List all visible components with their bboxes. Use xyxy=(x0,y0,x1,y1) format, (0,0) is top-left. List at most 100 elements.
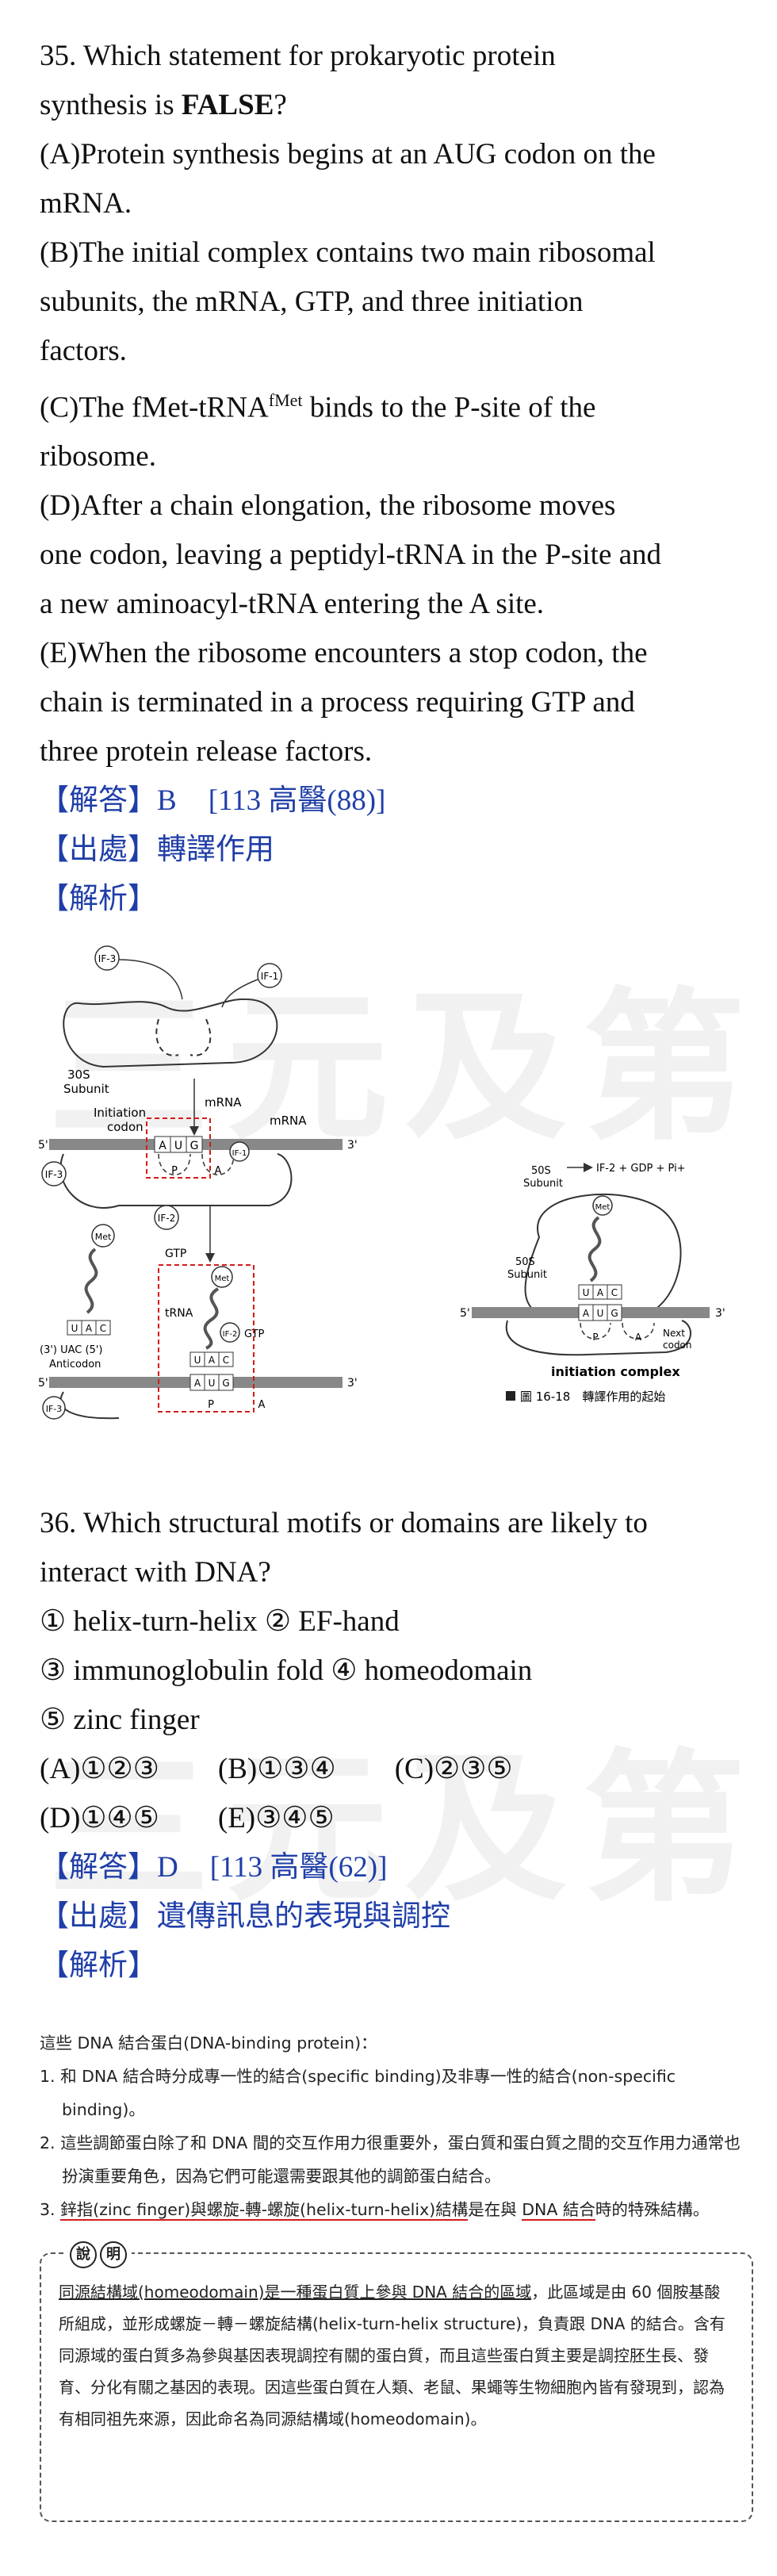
30s-label: 30S xyxy=(67,1068,90,1082)
q35-line: a new aminoacyl-tRNA entering the A site… xyxy=(40,588,545,621)
svg-text:A: A xyxy=(209,1355,216,1366)
svg-text:Met: Met xyxy=(95,1232,112,1242)
figure-caption: 圖 16-18 轉譯作用的起始 xyxy=(520,1390,665,1404)
svg-text:G: G xyxy=(190,1140,199,1152)
svg-text:A: A xyxy=(215,1165,222,1177)
notes-item: 2. 這些調節蛋白除了和 DNA 間的交互作用力很重要外，蛋白質和蛋白質之間的交… xyxy=(40,2133,741,2186)
svg-text:IF-3: IF-3 xyxy=(46,1404,63,1414)
q36-items: ③ immunoglobulin fold ④ homeodomain xyxy=(40,1654,533,1687)
svg-text:A: A xyxy=(86,1323,93,1334)
svg-text:C: C xyxy=(223,1355,229,1366)
analysis-notes: 這些 DNA 結合蛋白(DNA-binding protein)： 1. 和 D… xyxy=(40,2026,753,2226)
q35-source: 【出處】轉譯作用 xyxy=(40,834,274,867)
explanation-tag: 說明 xyxy=(65,2241,132,2268)
svg-text:IF-3: IF-3 xyxy=(45,1169,63,1180)
svg-text:IF-1: IF-1 xyxy=(232,1149,247,1158)
mrna-label: mRNA xyxy=(270,1114,307,1128)
mrna-label: mRNA xyxy=(205,1095,242,1110)
svg-text:50S: 50S xyxy=(515,1256,535,1268)
q36-items: ⑤ zinc finger xyxy=(40,1704,200,1736)
svg-text:codon: codon xyxy=(663,1340,692,1351)
q35-line: one codon, leaving a peptidyl-tRNA in th… xyxy=(40,539,662,572)
explanation-underlined: 同源結構域(homeodomain)是一種蛋白質上參與 DNA 結合的區域 xyxy=(59,2283,532,2302)
q35-option-b: (B)The initial complex contains two main… xyxy=(40,236,656,269)
if3-label: IF-3 xyxy=(98,953,116,964)
q36-options: (D)①④⑤ (E)③④⑤ xyxy=(40,1802,335,1834)
svg-text:A: A xyxy=(635,1332,642,1343)
svg-text:G: G xyxy=(610,1308,618,1319)
svg-text:G: G xyxy=(222,1378,229,1389)
initiation-codon-label: Initiation xyxy=(94,1106,146,1120)
subunit-label: Subunit xyxy=(63,1082,109,1096)
svg-text:C: C xyxy=(100,1323,106,1334)
release-factors-label: IF-2 + GDP + Pi+ xyxy=(596,1163,686,1175)
svg-text:3': 3' xyxy=(715,1307,725,1320)
svg-text:Met: Met xyxy=(215,1275,230,1283)
svg-text:U: U xyxy=(174,1140,182,1152)
q36-items: ① helix-turn-helix ② EF-hand xyxy=(40,1605,400,1638)
svg-text:P: P xyxy=(592,1332,598,1343)
svg-text:A: A xyxy=(583,1308,590,1319)
q35-line: subunits, the mRNA, GTP, and three initi… xyxy=(40,286,584,318)
question-36: 36. Which structural motifs or domains a… xyxy=(40,1499,745,1991)
svg-text:U: U xyxy=(597,1308,604,1319)
q35-line: factors. xyxy=(40,335,127,367)
svg-text:Subunit: Subunit xyxy=(507,1269,547,1281)
svg-text:IF-2: IF-2 xyxy=(158,1213,175,1224)
translation-initiation-figure: IF-3 IF-1 30S Subunit mRNA Initiation co… xyxy=(38,945,725,1420)
svg-text:U: U xyxy=(209,1378,216,1389)
explanation-box: 說明 同源結構域(homeodomain)是一種蛋白質上參與 DNA 結合的區域… xyxy=(40,2241,753,2522)
initiation-codon-label: codon xyxy=(107,1120,144,1134)
svg-text:U: U xyxy=(71,1323,78,1334)
q36-line: 36. Which structural motifs or domains a… xyxy=(40,1507,648,1539)
q35-line: ribosome. xyxy=(40,440,156,473)
svg-text:C: C xyxy=(611,1287,618,1298)
svg-text:Next: Next xyxy=(663,1328,685,1339)
if1-label: IF-1 xyxy=(261,971,278,982)
q35-line: 35. Which statement for prokaryotic prot… xyxy=(40,40,556,72)
svg-text:P: P xyxy=(171,1165,178,1177)
q36-source: 【出處】遺傳訊息的表現與調控 xyxy=(40,1900,450,1933)
svg-text:3': 3' xyxy=(347,1139,358,1152)
svg-text:GTP: GTP xyxy=(244,1328,265,1340)
anticodon-label: Anticodon xyxy=(49,1359,101,1370)
initiation-complex-label: initiation complex xyxy=(551,1364,680,1379)
svg-text:50S: 50S xyxy=(531,1165,551,1177)
svg-text:3': 3' xyxy=(347,1377,358,1390)
svg-text:Met: Met xyxy=(595,1203,610,1212)
svg-text:A: A xyxy=(194,1378,201,1389)
q35-line: chain is terminated in a process requiri… xyxy=(40,686,635,719)
notes-item: 1. 和 DNA 結合時分成專一性的結合(specific binding)及非… xyxy=(40,2067,676,2119)
svg-text:U: U xyxy=(194,1355,201,1366)
svg-text:U: U xyxy=(583,1287,590,1298)
false-keyword: FALSE xyxy=(181,89,274,121)
svg-text:Subunit: Subunit xyxy=(523,1178,563,1190)
svg-text:5': 5' xyxy=(460,1307,470,1320)
notes-intro: 這些 DNA 結合蛋白(DNA-binding protein)： xyxy=(40,2034,377,2053)
q35-line: mRNA. xyxy=(40,187,132,220)
q36-options: (A)①②③ (B)①③④ (C)②③⑤ xyxy=(40,1753,513,1785)
svg-text:P: P xyxy=(208,1399,214,1411)
svg-text:A: A xyxy=(258,1399,266,1411)
q35-analysis-label: 【解析】 xyxy=(40,883,157,916)
q36-analysis-label: 【解析】 xyxy=(40,1949,157,1982)
svg-text:5': 5' xyxy=(38,1377,48,1390)
q36-answer: 【解答】D[113 高醫(62)] xyxy=(40,1851,388,1884)
explanation-text: ，此區域是由 60 個胺基酸所組成，並形成螺旋－轉－螺旋結構(helix-tur… xyxy=(59,2283,725,2428)
anticodon-label: (3') UAC (5') xyxy=(40,1344,103,1356)
q35-option-a: (A)Protein synthesis begins at an AUG co… xyxy=(40,138,656,171)
q36-line: interact with DNA? xyxy=(40,1556,271,1589)
question-35: 35. Which statement for prokaryotic prot… xyxy=(40,32,745,924)
svg-text:A: A xyxy=(159,1140,166,1152)
notes-item: 3. 鋅指(zinc finger)與螺旋-轉-螺旋(helix-turn-he… xyxy=(40,2200,710,2221)
q35-option-c: (C)The fMet-tRNAfMet binds to the P-site… xyxy=(40,390,596,424)
svg-text:5': 5' xyxy=(38,1139,48,1152)
svg-text:A: A xyxy=(597,1287,604,1298)
svg-text:IF-2: IF-2 xyxy=(223,1330,238,1339)
trna-label: tRNA xyxy=(165,1307,193,1320)
q35-line: synthesis is FALSE? xyxy=(40,89,287,121)
q35-option-e: (E)When the ribosome encounters a stop c… xyxy=(40,637,648,670)
q35-option-d: (D)After a chain elongation, the ribosom… xyxy=(40,489,616,523)
q35-line: three protein release factors. xyxy=(40,735,373,769)
svg-text:GTP: GTP xyxy=(165,1248,186,1260)
